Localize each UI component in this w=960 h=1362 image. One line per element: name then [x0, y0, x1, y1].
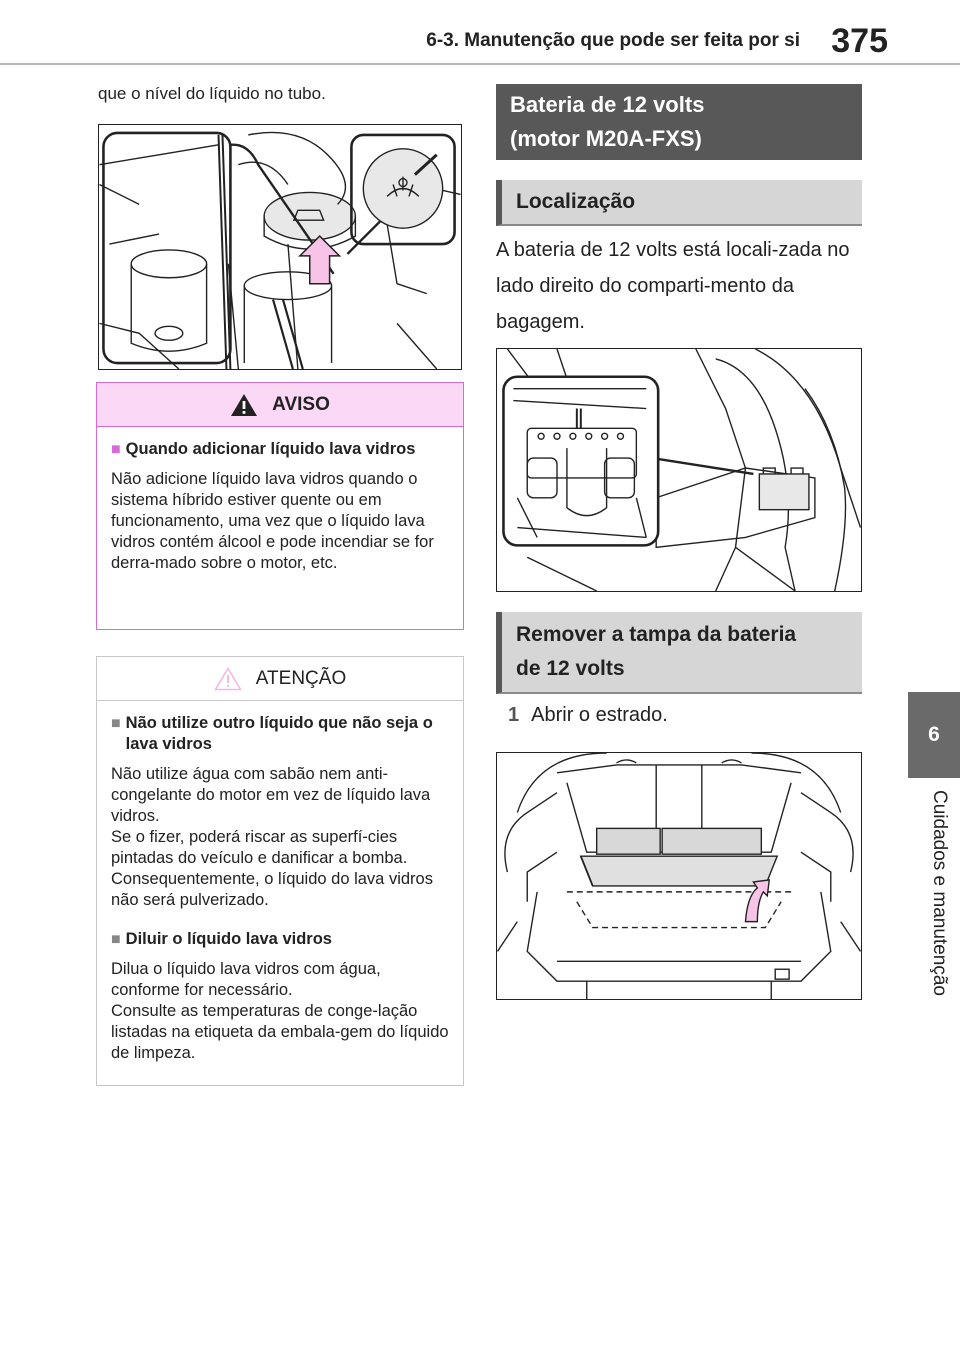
- section-heading: Bateria de 12 volts (motor M20A-FXS): [496, 84, 862, 160]
- warning-triangle-icon: [231, 393, 258, 416]
- chapter-label: Cuidados e manutenção: [929, 790, 950, 996]
- caution-header: ATENÇÃO: [97, 657, 463, 701]
- warning-box: AVISO ■ Quando adicionar líquido lava vi…: [96, 382, 464, 630]
- section-title: 6-3. Manutenção que pode ser feita por s…: [426, 30, 800, 51]
- caution-item-heading: ■ Diluir o líquido lava vidros: [111, 930, 332, 948]
- header-divider: [0, 63, 960, 65]
- page-header: 6-3. Manutenção que pode ser feita por s…: [0, 0, 960, 65]
- page-number: 375: [831, 22, 888, 60]
- step-item: 1 Abrir o estrado.: [508, 704, 668, 727]
- warning-title: AVISO: [272, 393, 330, 415]
- washer-fluid-illustration: [99, 131, 461, 369]
- warning-header: AVISO: [97, 383, 463, 427]
- bullet-square-icon: ■: [111, 931, 121, 948]
- step-text: Abrir o estrado.: [531, 704, 668, 726]
- remove-cover-heading: Remover a tampa da bateria de 12 volts: [496, 612, 862, 694]
- warning-item-heading: ■ Quando adicionar líquido lava vidros: [111, 440, 416, 458]
- cargo-floor-illustration: [497, 753, 861, 999]
- warning-item-text: Não adicione líquido lava vidros quando …: [111, 470, 434, 572]
- bullet-square-icon: ■: [111, 715, 121, 732]
- washer-fluid-figure: [98, 124, 462, 370]
- caution-triangle-icon: [213, 666, 242, 690]
- location-text: A bateria de 12 volts está locali-zada n…: [496, 239, 850, 333]
- caution-box: ATENÇÃO ■ Não utilize outro líquido que …: [96, 656, 464, 1086]
- caution-item-text: Dilua o líquido lava vidros com água, co…: [111, 960, 449, 1062]
- battery-location-illustration: [502, 349, 861, 591]
- location-heading: Localização: [496, 180, 862, 226]
- caution-title: ATENÇÃO: [255, 667, 347, 689]
- battery-location-figure: [496, 348, 862, 592]
- caution-item-heading: ■ Não utilize outro líquido que não seja…: [111, 714, 433, 753]
- caution-item-text: Não utilize água com sabão nem anti-cong…: [111, 765, 433, 909]
- step-number: 1: [508, 704, 520, 726]
- cargo-floor-figure: [496, 752, 862, 1000]
- chapter-number: 6: [928, 723, 940, 746]
- intro-text: que o nível do líquido no tubo.: [98, 84, 326, 103]
- chapter-tab[interactable]: 6: [908, 692, 960, 778]
- bullet-square-icon: ■: [111, 441, 121, 458]
